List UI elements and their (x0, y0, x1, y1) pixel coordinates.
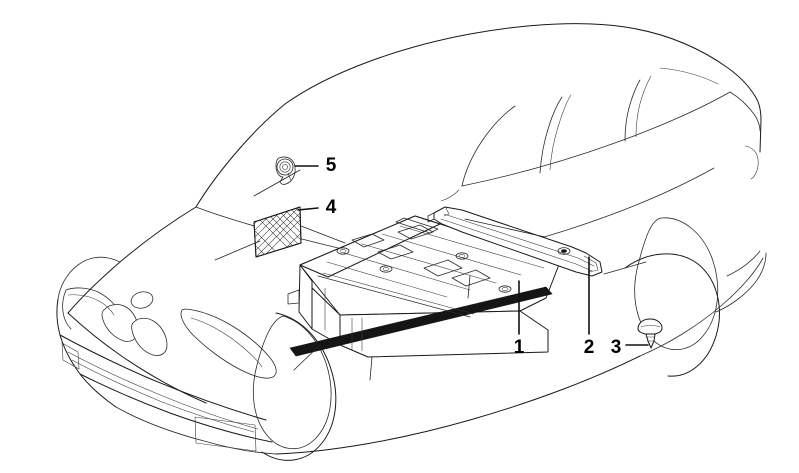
sill-trim-boss (557, 247, 571, 255)
sill-trim-left-notch (443, 207, 450, 217)
floor-rib-5 (399, 225, 545, 269)
headlight-left-inner (67, 294, 115, 316)
rear-lower-body (715, 252, 767, 313)
rear-quarter-lower (639, 257, 764, 357)
rivet-clip-part (637, 318, 663, 349)
bumper-crease-2 (71, 359, 255, 433)
pointer-line-lower-left (214, 240, 261, 261)
floor-rib-3 (361, 243, 497, 284)
tail-lamp (744, 145, 759, 180)
front-bumper-lower (79, 373, 273, 443)
callout-number-4: 4 (326, 197, 337, 218)
d-pillar (729, 91, 761, 132)
a-pillar-windshield (195, 103, 286, 208)
mirror-base (440, 189, 460, 202)
floor-hole-1-inner (339, 249, 347, 253)
roof-line (284, 23, 756, 105)
sill-trim-boss-hole (561, 249, 567, 253)
bmw-roundel-badge (130, 291, 154, 309)
floor-edge-trim-strip (289, 286, 553, 357)
kidney-grille-left (101, 304, 139, 342)
rivet-clip-head-crease (640, 325, 661, 328)
rocker-sill-line (275, 355, 641, 455)
callout-number-3: 3 (611, 337, 622, 358)
vehicle-body-outline (56, 23, 767, 461)
rivet-clip-head (637, 318, 663, 335)
grommet-ring-mid (279, 161, 291, 173)
front-bumper-upper (59, 334, 267, 421)
grommet-tail (285, 172, 292, 185)
pointer-line-floor (467, 275, 471, 299)
headlight-right-inner-line (190, 317, 263, 368)
pointer-line-upper (253, 169, 301, 197)
rear-roof-edge (754, 95, 762, 153)
fender-top-line (57, 256, 121, 300)
floor-transverse-seam-2 (322, 272, 475, 315)
bumper-crease-1 (67, 351, 259, 430)
rear-bumper-edge (726, 250, 761, 277)
floor-hole-2 (379, 265, 393, 273)
sill-trim-inner-line-2 (440, 218, 593, 272)
floor-hole-4-inner (501, 287, 509, 291)
floor-hole-3-inner (458, 254, 466, 258)
seat-pad-2 (377, 244, 414, 260)
headlight-left-outer (62, 289, 72, 330)
seat-pad-3 (423, 259, 463, 277)
floor-rib-2 (343, 252, 471, 291)
floor-hole-2-inner (382, 267, 390, 271)
mesh-panel-border (253, 206, 302, 258)
floor-transverse-seam (317, 275, 471, 318)
floor-rib-1 (326, 261, 448, 298)
floor-tab-left (287, 289, 300, 305)
front-tyre (252, 315, 332, 449)
license-plate-recess (194, 416, 257, 452)
callout-number-1: 1 (514, 337, 525, 358)
seat-pad-4 (451, 269, 491, 287)
pointer-line-lower-floor (293, 344, 321, 371)
grommet-plug-part (275, 156, 296, 185)
callout-numbers: 1 2 3 4 5 (326, 155, 622, 358)
rear-tyre (634, 217, 719, 350)
pointer-line-bottom (369, 356, 373, 381)
floor-hole-1 (336, 247, 350, 255)
pointer-line-right-edge (603, 261, 647, 275)
callout-number-2: 2 (584, 337, 595, 358)
pointer-line-sill (464, 218, 546, 238)
floor-rib-4 (381, 233, 522, 276)
floor-hole-4 (498, 285, 512, 293)
bumper-vent-left (61, 342, 80, 370)
b-pillar-line (539, 96, 563, 174)
c-pillar-line-2 (635, 75, 652, 138)
floor-rear-ledge (395, 217, 439, 234)
grommet-ring-inner (282, 164, 288, 170)
floor-covering-assembly (287, 215, 561, 358)
kidney-grille-right (131, 317, 168, 356)
headlight-right-cluster (180, 308, 277, 379)
seat-pad-1 (351, 233, 385, 248)
front-air-dam (115, 406, 277, 455)
window-belt-line (461, 91, 731, 187)
c-pillar-line (624, 79, 641, 142)
front-wheel-arch (261, 312, 337, 461)
sill-trim-left-foot (427, 212, 435, 223)
grommet-ring-outer (276, 158, 294, 176)
callout-number-5: 5 (326, 155, 337, 176)
leader-line-4 (297, 207, 319, 211)
front-window-frame (461, 105, 516, 187)
front-nose-outline (56, 298, 117, 408)
floor-hole-3 (455, 252, 469, 260)
leader-lines (214, 165, 649, 381)
rear-wheel-arch (624, 253, 720, 377)
sill-trim-right-end (583, 255, 599, 273)
mesh-panel-tie-line (300, 225, 346, 244)
b-pillar-line-2 (549, 94, 572, 171)
roof-rear-detail (659, 67, 719, 85)
